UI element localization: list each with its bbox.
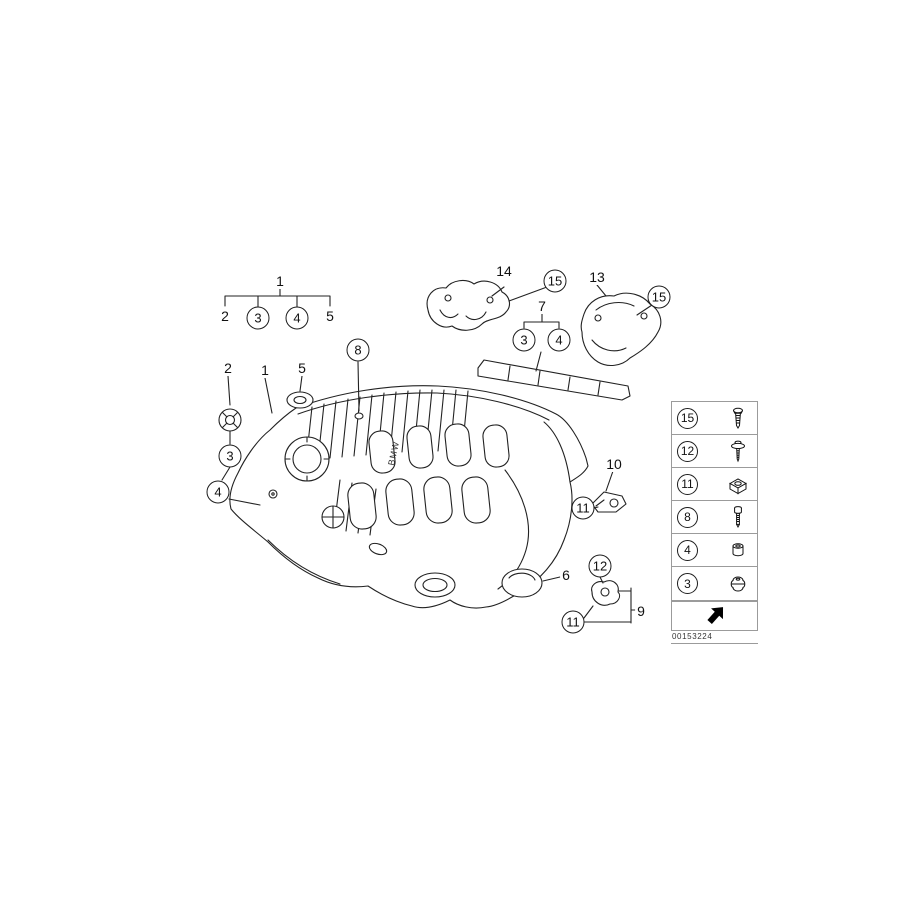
callout-label[interactable]: 2	[219, 308, 231, 324]
callout-balloon[interactable]: 4	[547, 328, 571, 352]
legend-row[interactable]: 12	[672, 435, 757, 468]
legend-rows: 15 12 11 8 4 3	[672, 402, 757, 600]
rubber-grommet-icon	[725, 571, 751, 597]
cage-nut-icon	[725, 471, 751, 497]
grommet-drawing	[218, 408, 242, 432]
direction-arrow-icon	[706, 607, 723, 624]
callout-label[interactable]: 5	[324, 308, 336, 324]
callout-balloon[interactable]: 11	[561, 610, 585, 634]
legend-number: 12	[677, 440, 698, 462]
round-cover-drawing	[501, 568, 543, 598]
spacer-sleeve-icon	[725, 537, 751, 563]
callout-balloon[interactable]: 3	[246, 306, 270, 330]
legend-row[interactable]: 15	[672, 402, 757, 435]
callout-balloon[interactable]: 3	[218, 444, 242, 468]
cover-13-drawing	[580, 292, 662, 367]
cylinder-head-screw-icon	[725, 504, 751, 530]
callout-balloon[interactable]: 12	[588, 554, 612, 578]
legend-row[interactable]: 4	[672, 534, 757, 567]
callout-balloon[interactable]: 4	[285, 306, 309, 330]
callout-label[interactable]: 1	[259, 362, 271, 378]
callout-label[interactable]: 14	[494, 263, 514, 279]
washer-screw-icon	[725, 438, 751, 464]
cover-openings	[347, 423, 510, 530]
callout-label[interactable]: 5	[296, 360, 308, 376]
callout-balloon[interactable]: 15	[647, 285, 671, 309]
callout-balloon[interactable]: 15	[543, 269, 567, 293]
leader-lines	[221, 284, 653, 624]
callout-label[interactable]: 7	[536, 298, 548, 314]
legend-row[interactable]: 3	[672, 567, 757, 600]
cover-14-drawing	[426, 279, 511, 331]
legend-number: 15	[677, 407, 698, 429]
legend-row[interactable]: 8	[672, 501, 757, 534]
clamp-drawing	[591, 580, 621, 606]
legend-row[interactable]: 11	[672, 468, 757, 501]
legend-table: 15 12 11 8 4 3	[671, 401, 758, 601]
callout-balloon[interactable]: 3	[512, 328, 536, 352]
callout-label[interactable]: 6	[560, 567, 572, 583]
callout-label[interactable]: 1	[274, 273, 286, 289]
callout-label[interactable]: 2	[222, 360, 234, 376]
callout-balloon[interactable]: 8	[346, 338, 370, 362]
callout-balloon[interactable]: 11	[571, 496, 595, 520]
legend-number: 8	[677, 506, 698, 528]
tapping-screw-icon	[725, 405, 751, 431]
callout-label[interactable]: 13	[587, 269, 607, 285]
legend-number: 4	[677, 539, 698, 561]
part-number: 00153224	[671, 632, 758, 644]
direction-arrow-cell	[671, 601, 758, 631]
seal-strip-drawing	[477, 359, 631, 401]
legend-number: 3	[677, 573, 698, 594]
legend-number: 11	[677, 473, 698, 495]
callout-label[interactable]: 10	[604, 456, 624, 472]
engine-cover-drawing: BMW	[229, 385, 589, 609]
holder-bracket-drawing	[591, 491, 627, 513]
callout-balloon[interactable]: 4	[206, 480, 230, 504]
callout-label[interactable]: 9	[635, 603, 647, 619]
